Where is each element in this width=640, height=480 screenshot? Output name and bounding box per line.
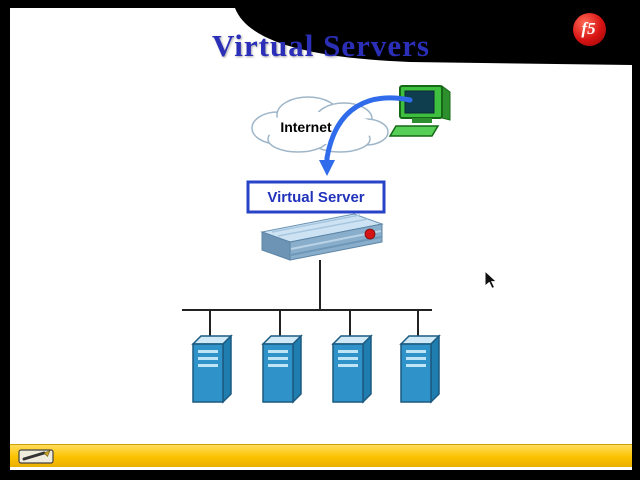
annotation-toolbar: [10, 444, 632, 467]
f5-logo-icon: f5: [573, 13, 606, 46]
f5-ball-icon: [364, 228, 376, 240]
bigip-device-icon: [260, 213, 384, 261]
mouse-cursor-icon: [484, 269, 498, 290]
virtual-server-box: Virtual Server: [246, 180, 386, 214]
client-computer-icon: [388, 85, 451, 137]
internet-cloud-icon: Internet: [251, 96, 389, 153]
server-tower-icon: [399, 334, 441, 404]
flow-arrow-icon: [319, 95, 413, 176]
server-tower-icon: [331, 334, 373, 404]
virtual-server-label: Virtual Server: [267, 189, 364, 206]
internet-label: Internet: [280, 119, 332, 135]
slide: Virtual Servers f5 Internet: [10, 8, 632, 470]
network-diagram: Internet Virtual Server: [182, 85, 498, 404]
server-tower-icon: [191, 334, 233, 404]
slide-title: Virtual Servers: [212, 28, 430, 63]
network-lines: [182, 260, 432, 338]
annotation-pen-icon[interactable]: [18, 447, 58, 465]
server-tower-icon: [261, 334, 303, 404]
top-right-swoosh: [235, 8, 632, 65]
f5-logo-text: f5: [581, 19, 596, 38]
